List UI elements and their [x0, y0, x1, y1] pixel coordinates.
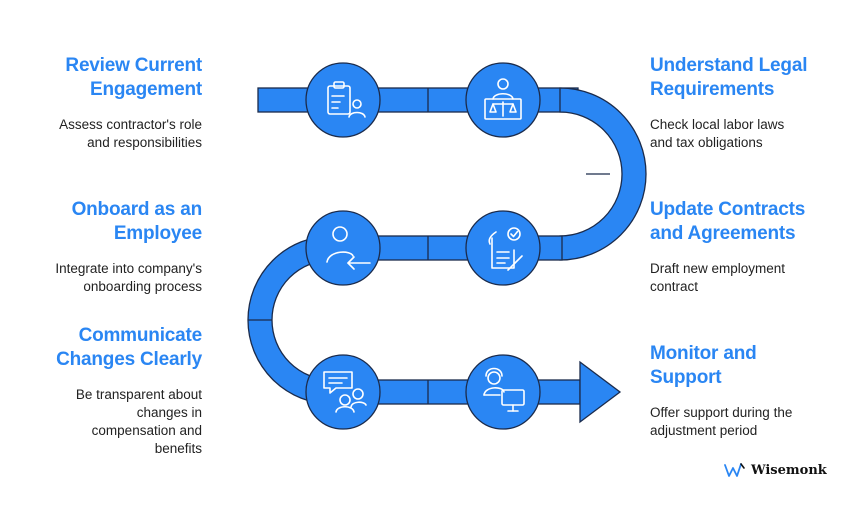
brand-name: Wisemonk [751, 462, 827, 478]
chat-people-icon [323, 371, 367, 413]
node-circle-5 [305, 354, 381, 430]
step-description: Draft new employment contract [650, 261, 786, 294]
step-description: Integrate into company's onboarding proc… [55, 261, 202, 294]
step-monitor-and-support: Monitor and Support Offer support during… [650, 342, 845, 440]
brand-logo: Wisemonk [724, 462, 827, 478]
node-circle-4 [305, 210, 381, 286]
clipboard-user-icon [327, 81, 366, 118]
step-review-current-engagement: Review Current Engagement Assess contrac… [0, 54, 202, 152]
node-circle-2 [465, 62, 541, 138]
step-description: Offer support during the adjustment peri… [650, 405, 793, 438]
step-understand-legal-requirements: Understand Legal Requirements Check loca… [650, 54, 845, 152]
step-title: Onboard as an Employee [71, 199, 203, 244]
signed-document-icon [488, 227, 523, 271]
node-circle-1 [305, 62, 381, 138]
judge-podium-icon [484, 78, 522, 120]
step-update-contracts: Update Contracts and Agreements Draft ne… [650, 198, 845, 296]
node-circle-3 [465, 210, 541, 286]
step-onboard-as-employee: Onboard as an Employee Integrate into co… [0, 198, 202, 296]
support-agent-icon [483, 367, 525, 412]
step-title: Review Current Engagement [65, 55, 202, 100]
user-arrow-in-icon [326, 226, 371, 270]
step-title: Communicate Changes Clearly [56, 325, 202, 370]
node-circle-6 [465, 354, 541, 430]
step-title: Understand Legal Requirements [650, 55, 808, 100]
band-arc-right [559, 87, 647, 261]
serpentine-band [182, 88, 624, 468]
step-communicate-changes: Communicate Changes Clearly Be transpare… [0, 324, 202, 458]
arrow-head [579, 360, 622, 424]
step-description: Assess contractor's role and responsibil… [59, 117, 202, 150]
wisemonk-logo-icon [724, 463, 745, 477]
step-description: Be transparent about changes in compensa… [75, 387, 202, 456]
step-description: Check local labor laws and tax obligatio… [650, 117, 785, 150]
step-title: Update Contracts and Agreements [650, 199, 806, 244]
step-title: Monitor and Support [650, 343, 757, 388]
